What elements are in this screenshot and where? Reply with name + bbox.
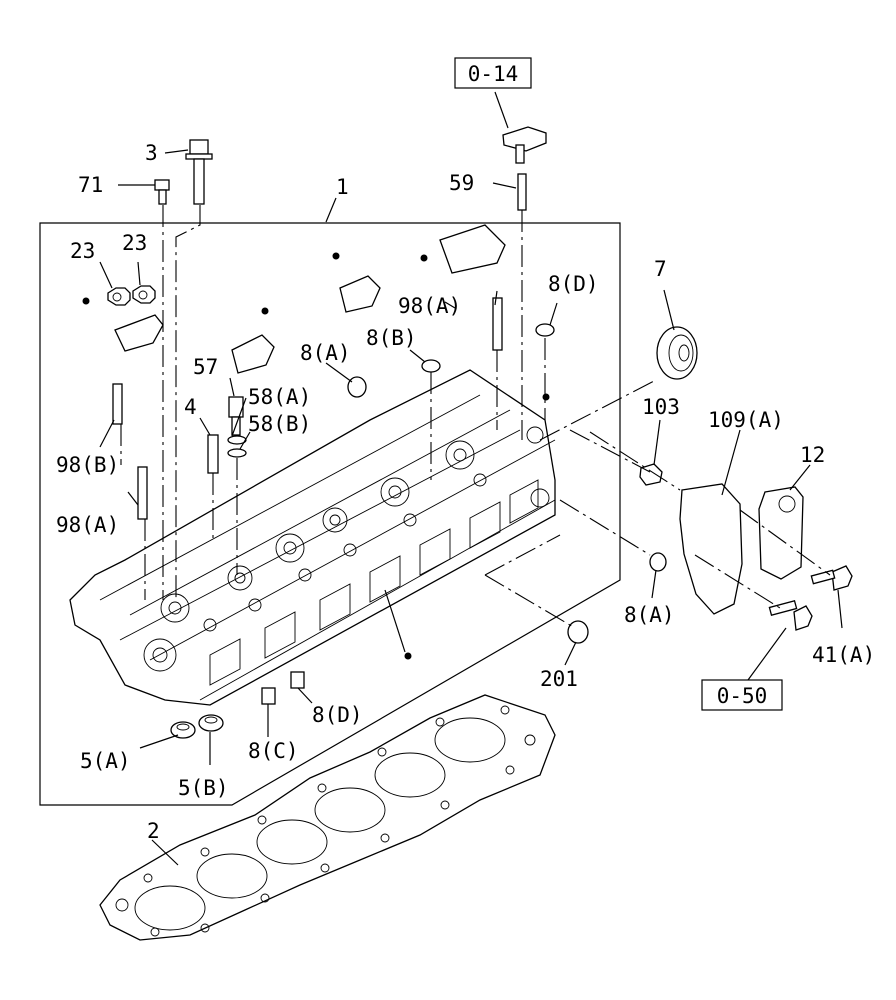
plug-8d-bottom: [290, 671, 305, 689]
plug-8d-top: [535, 323, 555, 337]
bolt-41a: [810, 565, 853, 591]
stud-98a-top: [492, 297, 503, 351]
label-8d-bottom: 8(D): [312, 703, 363, 727]
label-8a-right: 8(A): [624, 603, 675, 627]
seal-58a: [227, 435, 247, 445]
label-7: 7: [654, 257, 667, 281]
label-98a-top: 98(A): [398, 294, 461, 318]
ref-box-050[interactable]: 0-50: [701, 679, 783, 711]
nut-23-left: [107, 287, 131, 306]
label-109a: 109(A): [708, 408, 784, 432]
head-gasket: [99, 694, 556, 941]
label-5b: 5(B): [178, 776, 229, 800]
plug-8a-top: [347, 376, 367, 398]
label-103: 103: [642, 395, 680, 419]
bearing-cap-center: [231, 334, 275, 374]
reference-dots: [82, 252, 550, 660]
label-98b: 98(B): [56, 453, 119, 477]
label-3: 3: [145, 141, 158, 165]
stud-98b: [112, 383, 123, 425]
label-4: 4: [184, 395, 197, 419]
cylinder-head: [69, 369, 556, 706]
label-58b: 58(B): [248, 412, 311, 436]
bearing-cap-left: [114, 314, 164, 352]
plug-201: [567, 620, 589, 644]
bearing-cap-top-right: [439, 224, 506, 274]
label-57: 57: [193, 355, 218, 379]
label-23-left: 23: [70, 239, 95, 263]
label-201: 201: [540, 667, 578, 691]
seal-58b: [227, 448, 247, 458]
assembly-frame: [39, 222, 621, 806]
plug-8a-right: [649, 552, 667, 572]
bolt-050: [768, 599, 813, 631]
assembly-lines: [120, 205, 831, 629]
seal-5b: [198, 714, 224, 732]
label-2: 2: [147, 819, 160, 843]
label-59: 59: [449, 171, 474, 195]
injector-sleeve-57: [228, 396, 244, 436]
label-98a-left: 98(A): [56, 513, 119, 537]
pulley-7: [656, 326, 698, 380]
plate-12: [758, 486, 804, 580]
part-labels: 1 2 3 4 5(A) 5(B) 7 8(A) 8(A) 8(B) 8(C) …: [56, 141, 875, 843]
bracket-109a: [679, 483, 743, 615]
label-8c: 8(C): [248, 739, 299, 763]
pin-59: [517, 173, 527, 211]
plug-8c: [261, 687, 276, 705]
stud-98a-left: [137, 466, 148, 520]
leader-lines: [99, 91, 843, 866]
bolt-103: [639, 463, 663, 486]
dowel-4: [207, 434, 219, 474]
seal-5a: [170, 721, 196, 739]
nut-23-right: [132, 285, 156, 304]
label-8d-top: 8(D): [548, 272, 599, 296]
bearing-cap-upper: [339, 275, 381, 313]
ref-050-label: 0-50: [717, 684, 768, 708]
label-58a: 58(A): [248, 385, 311, 409]
label-1: 1: [336, 175, 349, 199]
ref-014-label: 0-14: [468, 62, 519, 86]
bolt-71: [154, 179, 170, 205]
bracket-014: [502, 126, 547, 164]
bolt-3: [185, 139, 213, 205]
label-23-right: 23: [122, 231, 147, 255]
label-12: 12: [800, 443, 825, 467]
ref-box-014[interactable]: 0-14: [454, 57, 532, 89]
label-5a: 5(A): [80, 749, 131, 773]
label-71: 71: [78, 173, 103, 197]
label-8b: 8(B): [366, 326, 417, 350]
label-41a: 41(A): [812, 643, 875, 667]
label-8a-top: 8(A): [300, 341, 351, 365]
